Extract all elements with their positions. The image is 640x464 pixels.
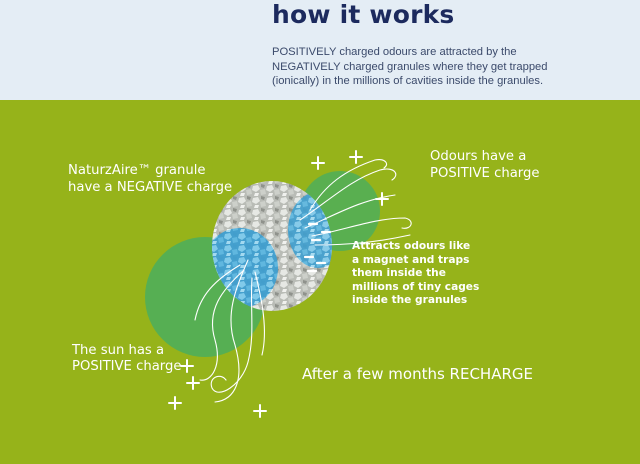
minus-signs: [303, 222, 332, 273]
intro-line: POSITIVELY charged odours are attracted …: [272, 46, 517, 58]
intro-text: POSITIVELY charged odours are attracted …: [272, 45, 592, 89]
recharge-label: After a few months RECHARGE: [302, 365, 533, 383]
diagram-panel: NaturzAire™ granule have a NEGATIVE char…: [0, 100, 640, 464]
intro-line: (ionically) in the millions of cavities …: [272, 75, 544, 87]
label-line: inside the granules: [352, 294, 468, 307]
sun-charge-label: The sun has a POSITIVE charge: [72, 343, 181, 375]
diagram-illustration: [145, 150, 412, 418]
granule-cluster: [212, 181, 332, 311]
sun-swirls: [194, 259, 266, 403]
odour-swirls: [299, 159, 412, 246]
label-line: have a NEGATIVE charge: [68, 180, 233, 195]
plus-signs: [168, 150, 389, 418]
label-line: POSITIVE charge: [72, 359, 182, 374]
label-line: them inside the: [352, 267, 446, 280]
label-line: Attracts odours like: [352, 240, 471, 252]
label-line: millions of tiny cages: [352, 280, 480, 293]
odours-charge-label: Odours have a POSITIVE charge: [430, 148, 539, 182]
label-line: The sun has a: [72, 343, 165, 358]
page-title: how it works: [272, 0, 455, 29]
granule-charge-label: NaturzAire™ granule have a NEGATIVE char…: [68, 162, 232, 196]
label-line: Odours have a: [430, 149, 527, 164]
label-line: NaturzAire™ granule: [68, 163, 206, 178]
label-line: a magnet and traps: [352, 253, 470, 266]
label-line: POSITIVE charge: [430, 166, 540, 181]
intro-line: NEGATIVELY charged granules where they g…: [272, 60, 548, 73]
attract-odours-label: Attracts odours like a magnet and traps …: [352, 240, 479, 308]
header-section: how it works POSITIVELY charged odours a…: [0, 0, 640, 100]
